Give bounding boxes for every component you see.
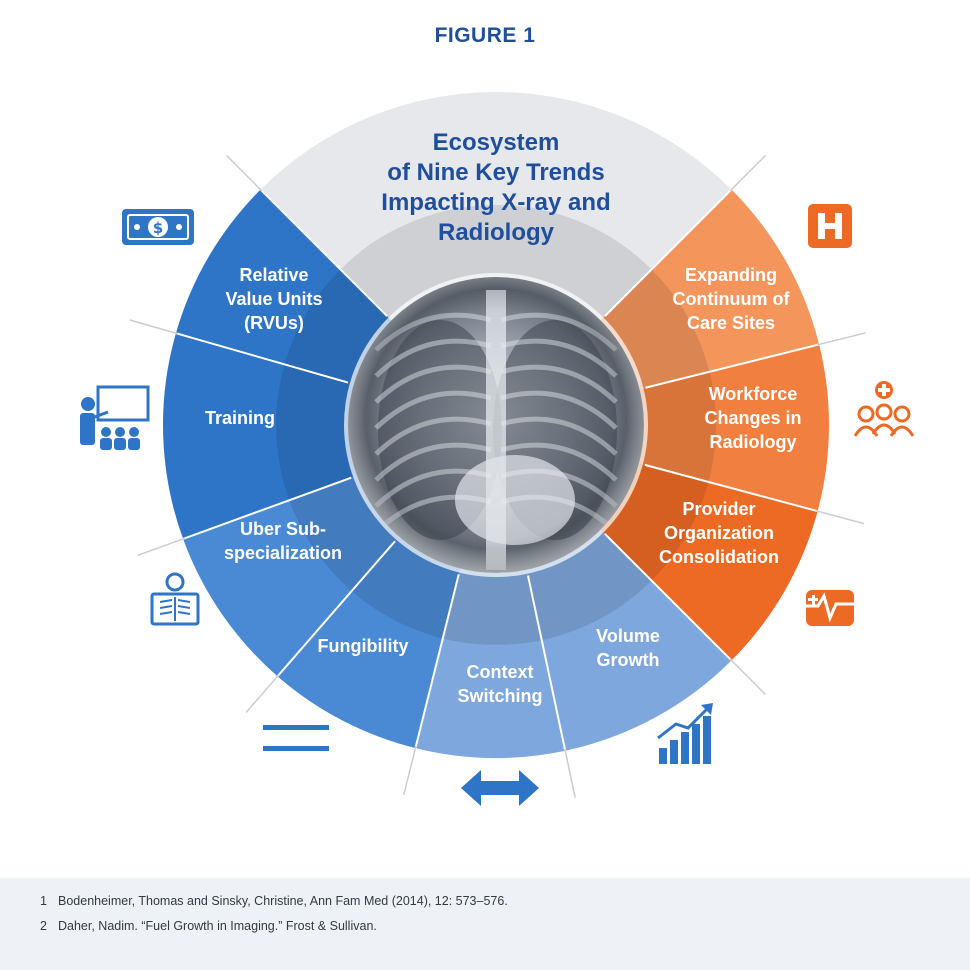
segment-divider: [247, 540, 396, 711]
segment-divider-outer: [815, 509, 865, 525]
svg-text:$: $: [153, 219, 163, 237]
trend-label-line: Continuum of: [673, 289, 791, 309]
xray-viewer-icon: [150, 572, 200, 626]
trend-label-line: (RVUs): [244, 313, 304, 333]
hospital-icon: [808, 204, 852, 248]
trend-label-uber: Uber Sub-specialization: [224, 519, 342, 563]
trend-label-line: Workforce: [709, 384, 798, 404]
segment-divider-outer: [226, 155, 263, 192]
trend-label-line: Radiology: [709, 432, 796, 452]
heartbeat-monitor-icon: [800, 590, 860, 626]
footnote-number: 1: [40, 894, 47, 908]
trend-label-line: Context: [467, 662, 534, 682]
trend-label-line: Switching: [458, 686, 543, 706]
trend-label-line: Volume: [596, 626, 660, 646]
segment-divider-outer: [245, 674, 280, 714]
footnote-1: 1 Bodenheimer, Thomas and Sinsky, Christi…: [40, 894, 508, 908]
segment-divider-outer: [816, 332, 866, 346]
ring-inner-shade: [276, 205, 716, 645]
segment-divider: [644, 463, 862, 524]
trend-label-line: Uber Sub-: [240, 519, 326, 539]
ring-segment-uber: [183, 475, 399, 677]
trend-label-line: Consolidation: [659, 547, 779, 567]
trend-label-fungibility: Fungibility: [318, 636, 409, 656]
segment-divider-outer: [729, 658, 766, 695]
ring-segment-training: [163, 333, 357, 539]
chest-xray-image: [348, 277, 644, 573]
center-title-line: of Nine Key Trends: [387, 159, 604, 186]
trend-label-line: Changes in: [704, 408, 801, 428]
inner-band: [276, 205, 716, 645]
trend-label-line: Provider: [682, 499, 755, 519]
segment-divider: [403, 574, 460, 793]
ring-segment-context: [415, 568, 566, 758]
trend-icons: $: [80, 204, 915, 806]
center-title-line: Radiology: [438, 219, 555, 246]
segment-divider: [140, 476, 352, 556]
segment-divider: [228, 157, 388, 317]
footnotes-panel: 1 Bodenheimer, Thomas and Sinsky, Christi…: [0, 878, 970, 970]
segment-divider-outer: [403, 745, 417, 795]
segment-dividers: [129, 155, 866, 798]
center-title-line: Ecosystem: [433, 129, 560, 156]
segment-divider-outer: [564, 748, 576, 798]
trend-label-line: specialization: [224, 543, 342, 563]
trend-label-line: Expanding: [685, 265, 777, 285]
footnote-2: 2 Daher, Nadim. “Fuel Growth in Imaging.”…: [40, 919, 377, 933]
segment-divider: [132, 319, 349, 384]
double-arrow-icon: [461, 770, 539, 806]
segment-divider: [527, 575, 576, 795]
trend-label-line: Organization: [664, 523, 774, 543]
trend-label-line: Value Units: [225, 289, 322, 309]
footnote-text: Daher, Nadim. “Fuel Growth in Imaging.” …: [58, 919, 377, 933]
ring-segment-rvu: [175, 189, 392, 385]
teacher-classroom-icon: [80, 385, 150, 450]
segment-divider-outer: [137, 537, 186, 557]
ring-segment-provider: [600, 463, 818, 661]
ring-segment-fungibility: [277, 536, 461, 749]
medical-team-icon: [853, 381, 915, 437]
dollar-bill-icon: $: [122, 209, 194, 245]
trend-label-line: Care Sites: [687, 313, 775, 333]
ring-segments: [163, 92, 830, 758]
ring-segment-top: [260, 92, 732, 321]
trend-label-line: Training: [205, 408, 275, 428]
trend-label-line: Relative: [239, 265, 308, 285]
footnote-text: Bodenheimer, Thomas and Sinsky, Christin…: [58, 894, 508, 908]
segment-divider-outer: [729, 155, 766, 192]
growth-chart-icon: [657, 703, 713, 764]
trend-label-training: Training: [205, 408, 275, 428]
segment-divider-outer: [129, 319, 179, 335]
xray-rim: [344, 273, 648, 577]
equals-icon: [263, 725, 329, 751]
figure-title: FIGURE 1: [434, 24, 536, 47]
center-title-line: Impacting X-ray and: [381, 189, 610, 216]
ring-segment-workforce: [638, 344, 830, 512]
trend-label-line: Growth: [597, 650, 660, 670]
segment-divider: [604, 533, 764, 693]
trend-label-line: Fungibility: [318, 636, 409, 656]
segment-divider: [645, 332, 864, 389]
ring-segment-volume: [526, 529, 732, 751]
segment-divider: [604, 157, 764, 317]
footnote-number: 2: [40, 919, 47, 933]
ring-segment-expanding: [600, 189, 820, 390]
